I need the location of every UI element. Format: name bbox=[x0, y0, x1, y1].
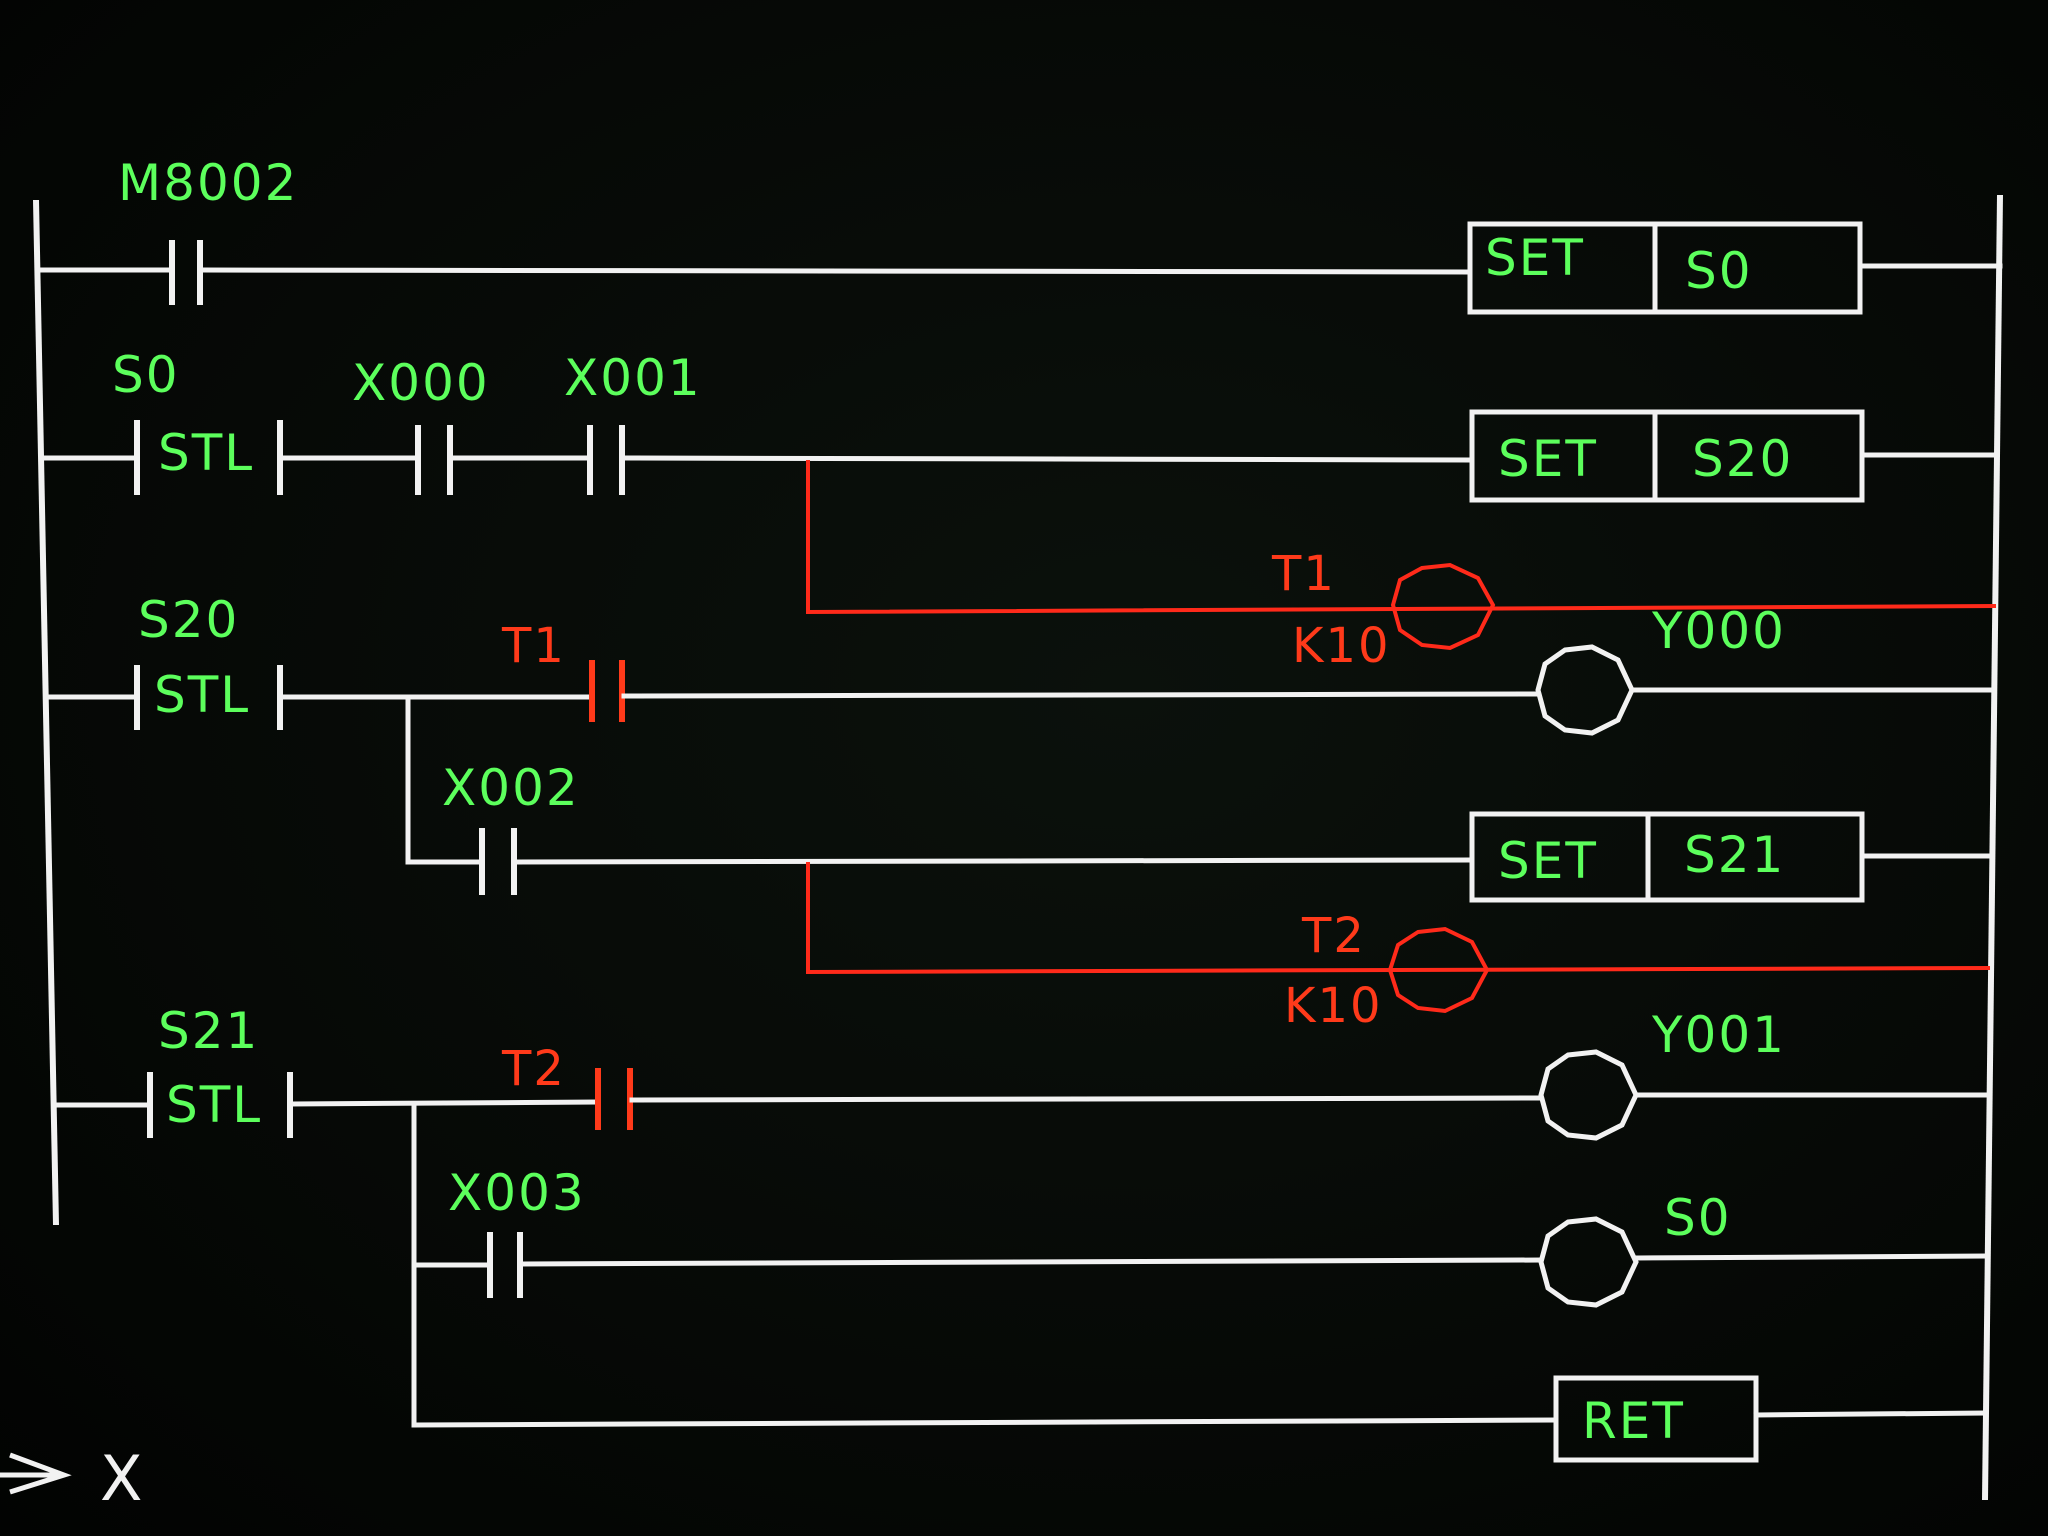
instruction-set-s0[interactable]: SET S0 bbox=[1467, 221, 1863, 315]
contact-label-t2: T2 bbox=[501, 1041, 566, 1097]
instruction-op: SET bbox=[1498, 430, 1598, 488]
cursor-glyph: X bbox=[100, 1442, 142, 1515]
contact-label-x000: X000 bbox=[352, 354, 490, 412]
arrow-right-icon bbox=[9, 1452, 72, 1495]
coil-y001[interactable]: Y001 bbox=[1538, 1006, 1786, 1141]
contact-label-x001: X001 bbox=[564, 349, 702, 407]
contact-x003[interactable]: X003 bbox=[448, 1164, 586, 1298]
coil-y000[interactable]: Y000 bbox=[1535, 602, 1786, 736]
contact-t1[interactable]: T1 bbox=[501, 618, 625, 722]
instruction-set-s20[interactable]: SET S20 bbox=[1469, 409, 1865, 503]
stl-text: STL bbox=[158, 424, 254, 482]
right-power-rail bbox=[1982, 194, 2003, 1501]
instruction-op: SET bbox=[1485, 229, 1585, 287]
stl-state-label: S20 bbox=[138, 591, 239, 649]
contact-m8002[interactable]: M8002 bbox=[118, 154, 298, 305]
contact-t2[interactable]: T2 bbox=[501, 1041, 633, 1130]
coil-label-y000: Y000 bbox=[1651, 602, 1786, 660]
rung-3: STL S20 T1 Y000 X002 bbox=[43, 591, 1997, 1034]
timer-name: T2 bbox=[1301, 908, 1366, 964]
rung-4: STL S21 T2 Y001 X003 bbox=[53, 1002, 1991, 1463]
stl-state-label: S21 bbox=[158, 1002, 259, 1060]
timer-branch-t1[interactable]: T1 K10 bbox=[806, 460, 1997, 674]
contact-label-x002: X002 bbox=[442, 759, 580, 817]
timer-branch-t2[interactable]: T2 K10 bbox=[806, 862, 1991, 1034]
stl-contact-s0[interactable]: STL S0 bbox=[112, 346, 283, 495]
contact-x000[interactable]: X000 bbox=[352, 354, 490, 495]
instruction-operand: S20 bbox=[1692, 430, 1793, 488]
stl-text: STL bbox=[154, 666, 250, 724]
contact-x001[interactable]: X001 bbox=[564, 349, 702, 495]
stl-text: STL bbox=[166, 1076, 262, 1134]
instruction-set-s21[interactable]: SET S21 bbox=[1469, 811, 1865, 903]
stl-contact-s21[interactable]: STL S21 bbox=[147, 1002, 293, 1138]
instruction-op: RET bbox=[1582, 1392, 1685, 1450]
rung-1: M8002 SET S0 bbox=[37, 154, 2003, 315]
instruction-operand: S21 bbox=[1684, 826, 1785, 884]
timer-name: T1 bbox=[1271, 546, 1336, 602]
instruction-op: SET bbox=[1498, 832, 1598, 890]
stl-contact-s20[interactable]: STL S20 bbox=[134, 591, 283, 730]
left-power-rail bbox=[33, 199, 59, 1226]
coil-s0[interactable]: S0 bbox=[1538, 1189, 1732, 1308]
contact-x002[interactable]: X002 bbox=[442, 759, 580, 895]
coil-label-s0: S0 bbox=[1664, 1189, 1732, 1247]
contact-label-m8002: M8002 bbox=[118, 154, 298, 212]
instruction-operand: S0 bbox=[1685, 242, 1753, 300]
contact-label-x003: X003 bbox=[448, 1164, 586, 1222]
stl-state-label: S0 bbox=[112, 346, 180, 404]
timer-constant: K10 bbox=[1284, 978, 1383, 1034]
coil-label-y001: Y001 bbox=[1651, 1006, 1786, 1064]
contact-label-t1: T1 bbox=[501, 618, 566, 674]
cursor-indicator: X bbox=[0, 1442, 142, 1515]
rung-2: STL S0 X000 X001 SET S20 bbox=[41, 346, 1999, 674]
instruction-ret[interactable]: RET bbox=[1553, 1375, 1759, 1463]
timer-constant: K10 bbox=[1292, 618, 1391, 674]
